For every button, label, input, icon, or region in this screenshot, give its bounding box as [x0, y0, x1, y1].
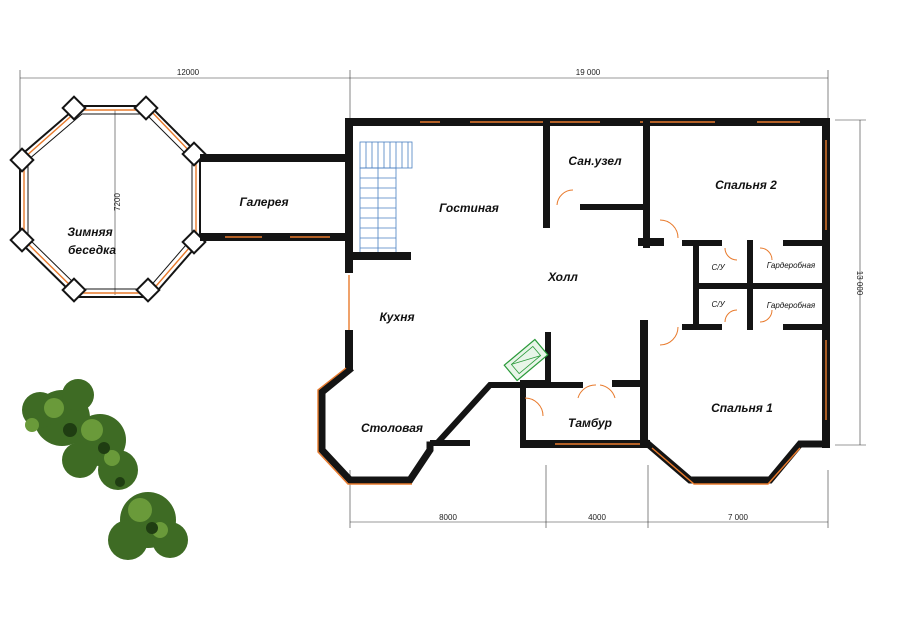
tree-illustrations — [22, 379, 188, 560]
room-label-hall: Холл — [547, 270, 578, 284]
room-label-wardrobe2: Гардеробная — [767, 301, 816, 310]
dim-bottom-3: 7 000 — [728, 513, 749, 522]
dim-bottom-2: 4000 — [588, 513, 606, 522]
room-label-living: Гостиная — [439, 201, 499, 215]
dim-top-gazebo: 12000 — [177, 68, 200, 77]
dim-house-height: 13 000 — [855, 271, 864, 296]
room-label-bedroom2: Спальня 2 — [715, 178, 777, 192]
room-label-wc1: С/У — [711, 263, 725, 272]
room-label-vestibule: Тамбур — [568, 416, 612, 430]
room-label-wc2: С/У — [711, 300, 725, 309]
room-label-kitchen: Кухня — [379, 310, 414, 324]
dim-bottom-1: 8000 — [439, 513, 457, 522]
room-label-wardrobe1: Гардеробная — [767, 261, 816, 270]
room-label-gallery: Галерея — [239, 195, 288, 209]
gallery-walls — [200, 154, 350, 241]
dim-top-house: 19 000 — [576, 68, 601, 77]
dim-gazebo-height: 7200 — [113, 193, 122, 211]
room-label-bathroom: Сан.узел — [568, 154, 622, 168]
room-label-winter-gazebo-2: беседка — [68, 243, 116, 257]
room-label-winter-gazebo-1: Зимняя — [67, 225, 112, 239]
room-label-dining: Столовая — [361, 421, 423, 435]
fireplace — [503, 338, 549, 382]
house-walls — [317, 118, 830, 485]
winter-gazebo-walls — [9, 95, 207, 303]
dimension-lines — [19, 70, 866, 528]
staircase — [353, 141, 413, 260]
room-label-bedroom1: Спальня 1 — [711, 401, 773, 415]
